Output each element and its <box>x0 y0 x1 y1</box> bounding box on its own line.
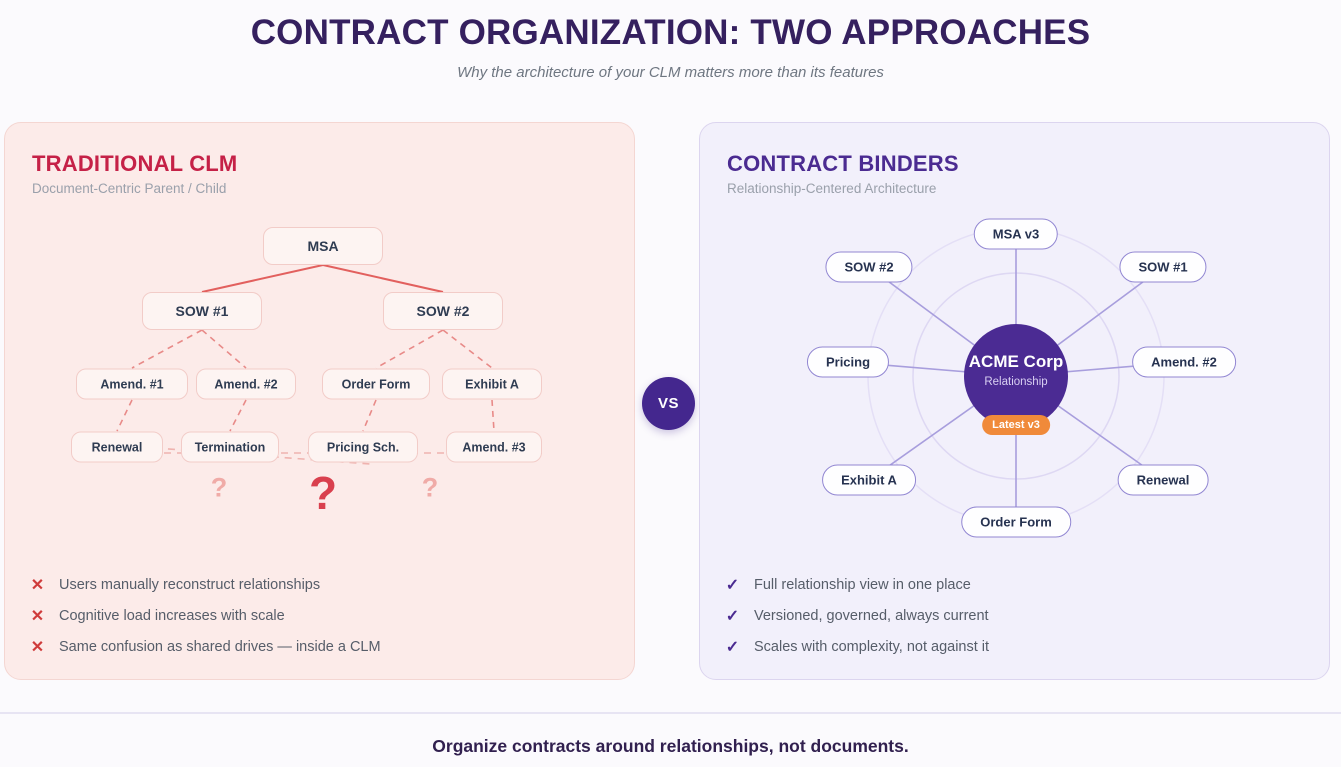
satellite-label: Amend. #2 <box>1151 354 1217 370</box>
list-item: ✓ Scales with complexity, not against it <box>724 631 989 662</box>
satellite-sow-1: SOW #1 <box>1119 251 1207 283</box>
question-mark-icon: ? <box>421 472 439 503</box>
hub-circle <box>964 324 1068 428</box>
tree-node-msa: MSA <box>263 227 383 265</box>
tree-node-label: SOW #2 <box>416 303 470 319</box>
satellite-order-form: Order Form <box>961 506 1071 538</box>
satellite-label: Exhibit A <box>841 472 897 488</box>
footer-tagline: Organize contracts around relationships,… <box>432 736 909 756</box>
check-mark-icon: ✓ <box>725 638 740 656</box>
drawback-text: Same confusion as shared drives — inside… <box>59 638 381 655</box>
benefit-text: Scales with complexity, not against it <box>754 638 990 655</box>
x-mark-icon: ✕ <box>30 607 45 625</box>
binders-benefits-list: ✓ Full relationship view in one place ✓ … <box>724 569 989 662</box>
drawback-text: Cognitive load increases with scale <box>59 607 285 624</box>
traditional-panel-subtitle: Document-Centric Parent / Child <box>32 181 227 196</box>
binders-panel-subtitle: Relationship-Centered Architecture <box>727 181 937 196</box>
list-item: ✕ Cognitive load increases with scale <box>29 600 381 631</box>
page-subtitle: Why the architecture of your CLM matters… <box>457 64 884 81</box>
tree-node-termination: Termination <box>181 431 279 463</box>
benefit-text: Full relationship view in one place <box>754 576 971 593</box>
satellite-exhibit-a: Exhibit A <box>822 464 916 496</box>
traditional-tree-diagram: MSA SOW #1 SOW #2 Amend. #1 Amend. #2 Or… <box>5 123 634 679</box>
satellite-msa-v3: MSA v3 <box>973 218 1059 250</box>
footer-divider <box>0 712 1341 714</box>
page-title: CONTRACT ORGANIZATION: TWO APPROACHES <box>250 13 1091 52</box>
traditional-drawbacks-list: ✕ Users manually reconstruct relationshi… <box>29 569 381 662</box>
tree-node-label: Exhibit A <box>465 377 519 391</box>
x-mark-icon: ✕ <box>30 638 45 656</box>
question-mark-icon: ? <box>210 472 228 503</box>
satellite-label: Renewal <box>1136 472 1190 488</box>
satellite-label: SOW #1 <box>1138 259 1188 275</box>
tree-node-label: Pricing Sch. <box>326 440 400 454</box>
satellite-pricing: Pricing <box>806 346 890 378</box>
satellite-label: SOW #2 <box>844 259 894 275</box>
tree-node-label: Renewal <box>91 440 143 454</box>
satellite-label: MSA v3 <box>992 226 1040 242</box>
latest-version-badge: Latest v3 <box>982 415 1050 435</box>
tree-node-label: Amend. #3 <box>462 440 526 454</box>
drawback-text: Users manually reconstruct relationships <box>59 576 321 593</box>
satellite-label: Pricing <box>825 354 871 370</box>
tree-node-sow-1: SOW #1 <box>142 292 262 330</box>
satellite-renewal: Renewal <box>1117 464 1209 496</box>
tree-node-label: Amend. #1 <box>100 377 164 391</box>
satellite-amend-2: Amend. #2 <box>1132 346 1236 378</box>
satellite-label: Order Form <box>980 514 1052 530</box>
hub-label: ACME Corp Relationship <box>969 352 1063 388</box>
traditional-clm-panel: TRADITIONAL CLM Document-Centric Parent … <box>4 122 635 680</box>
question-mark-icon: ? <box>308 467 338 519</box>
tree-node-renewal: Renewal <box>71 431 163 463</box>
tree-node-exhibit-a: Exhibit A <box>442 368 542 400</box>
binders-hub-diagram: ACME Corp Relationship Latest v3 MSA v3 … <box>700 123 1329 679</box>
contract-binders-panel: CONTRACT BINDERS Relationship-Centered A… <box>699 122 1330 680</box>
check-mark-icon: ✓ <box>725 607 740 625</box>
binders-panel-title: CONTRACT BINDERS <box>727 151 959 176</box>
tree-node-amend-2: Amend. #2 <box>196 368 296 400</box>
tree-node-order-form: Order Form <box>322 368 430 400</box>
vs-badge: VS <box>642 377 695 430</box>
benefit-text: Versioned, governed, always current <box>754 607 989 624</box>
tree-node-label: SOW #1 <box>175 303 229 319</box>
tree-node-label: Amend. #2 <box>214 377 278 391</box>
tree-node-amend-1: Amend. #1 <box>76 368 188 400</box>
tree-node-label: Order Form <box>341 377 411 391</box>
traditional-panel-title: TRADITIONAL CLM <box>32 151 238 176</box>
check-mark-icon: ✓ <box>725 576 740 594</box>
list-item: ✕ Same confusion as shared drives — insi… <box>29 631 381 662</box>
list-item: ✕ Users manually reconstruct relationshi… <box>29 569 381 600</box>
x-mark-icon: ✕ <box>30 576 45 594</box>
satellite-sow-2: SOW #2 <box>825 251 913 283</box>
tree-node-pricing-sch: Pricing Sch. <box>308 431 418 463</box>
tree-node-label: MSA <box>307 238 339 254</box>
tree-node-label: Termination <box>194 440 266 454</box>
hub-name: ACME Corp <box>968 352 1064 371</box>
hub-sublabel: Relationship <box>984 376 1048 388</box>
list-item: ✓ Full relationship view in one place <box>724 569 989 600</box>
tree-node-sow-2: SOW #2 <box>383 292 503 330</box>
tree-node-amend-3: Amend. #3 <box>446 431 542 463</box>
list-item: ✓ Versioned, governed, always current <box>724 600 989 631</box>
